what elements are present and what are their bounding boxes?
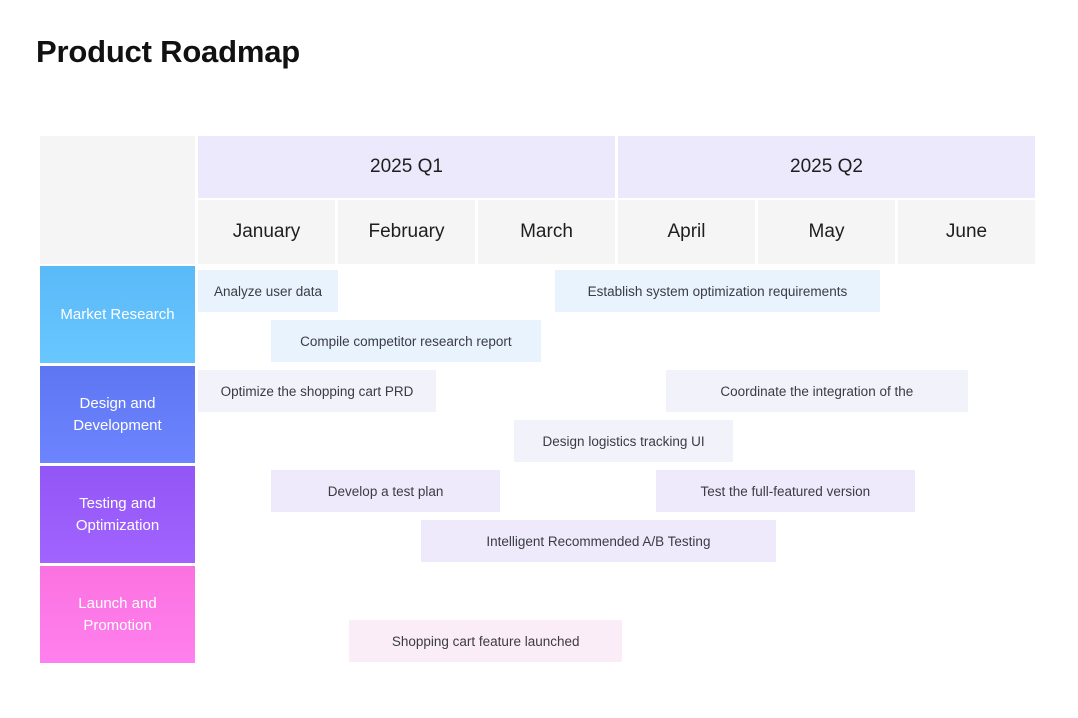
task-bar[interactable]: Compile competitor research report: [270, 320, 541, 362]
task-bar[interactable]: Shopping cart feature launched: [349, 620, 623, 662]
month-header-january: January: [198, 200, 335, 264]
task-bar[interactable]: Develop a test plan: [270, 470, 501, 512]
task-bar[interactable]: Establish system optimization requiremen…: [555, 270, 880, 312]
quarter-header-1: 2025 Q1: [198, 136, 615, 198]
task-bar[interactable]: Design logistics tracking UI: [514, 420, 733, 462]
task-bar[interactable]: Intelligent Recommended A/B Testing: [420, 520, 777, 562]
task-bar[interactable]: Test the full-featured version: [655, 470, 915, 512]
gantt-corner-cell: [40, 136, 195, 264]
task-bar[interactable]: Optimize the shopping cart PRD: [198, 370, 436, 412]
month-header-april: April: [618, 200, 755, 264]
category-cell-design-and-development: Design and Development: [40, 366, 195, 463]
month-header-may: May: [758, 200, 895, 264]
category-cell-testing-and-optimization: Testing and Optimization: [40, 466, 195, 563]
quarter-header-2: 2025 Q2: [618, 136, 1035, 198]
page-title: Product Roadmap: [36, 34, 300, 69]
month-header-june: June: [898, 200, 1035, 264]
month-header-march: March: [478, 200, 615, 264]
task-bar[interactable]: Coordinate the integration of the: [665, 370, 968, 412]
month-header-february: February: [338, 200, 475, 264]
category-cell-market-research: Market Research: [40, 266, 195, 363]
task-bar[interactable]: Analyze user data: [198, 270, 338, 312]
category-cell-launch-and-promotion: Launch and Promotion: [40, 566, 195, 663]
